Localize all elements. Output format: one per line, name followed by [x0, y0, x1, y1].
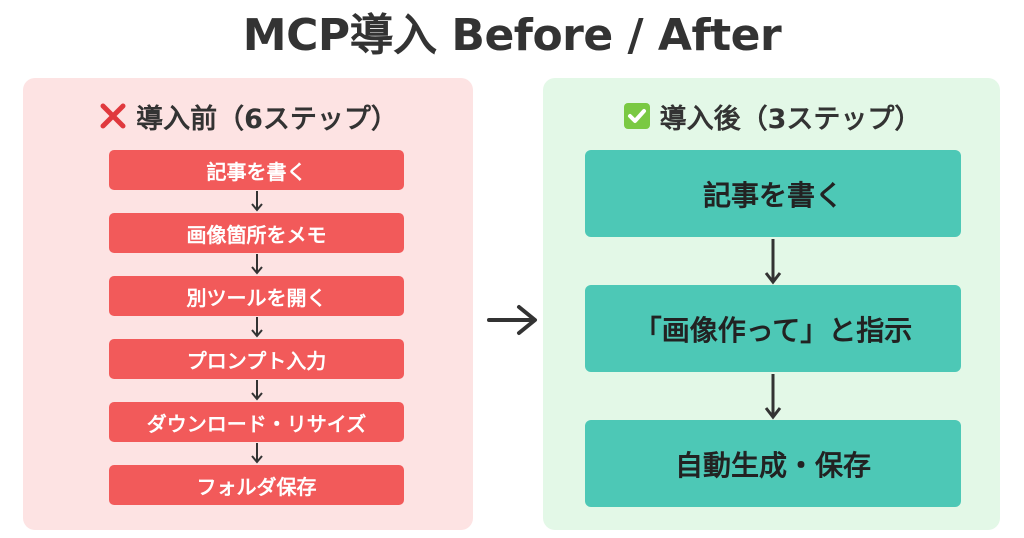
cross-mark-icon — [98, 101, 128, 131]
down-arrow-icon — [764, 374, 782, 420]
after-step-3: 自動生成・保存 — [585, 420, 961, 507]
after-heading-text: 導入後（3ステップ） — [659, 103, 922, 135]
after-step-2: 「画像作って」と指示 — [585, 285, 961, 372]
down-arrow-icon — [251, 443, 263, 464]
diagram-title: MCP導入 Before / After — [242, 10, 782, 61]
before-step-1: 記事を書く — [109, 150, 404, 190]
after-step-1: 記事を書く — [585, 150, 961, 237]
before-heading-text: 導入前（6ステップ） — [136, 103, 398, 135]
down-arrow-icon — [251, 317, 263, 338]
before-step-5: ダウンロード・リサイズ — [109, 402, 404, 442]
before-step-6: フォルダ保存 — [109, 465, 404, 505]
after-heading: 導入後（3ステップ） — [543, 96, 1000, 136]
down-arrow-icon — [251, 380, 263, 401]
check-box-icon — [622, 101, 652, 131]
down-arrow-icon — [764, 239, 782, 285]
right-arrow-icon — [487, 305, 537, 335]
before-step-3: 別ツールを開く — [109, 276, 404, 316]
down-arrow-icon — [251, 254, 263, 275]
before-step-4: プロンプト入力 — [109, 339, 404, 379]
before-step-2: 画像箇所をメモ — [109, 213, 404, 253]
before-heading: 導入前（6ステップ） — [23, 96, 473, 136]
down-arrow-icon — [251, 191, 263, 212]
